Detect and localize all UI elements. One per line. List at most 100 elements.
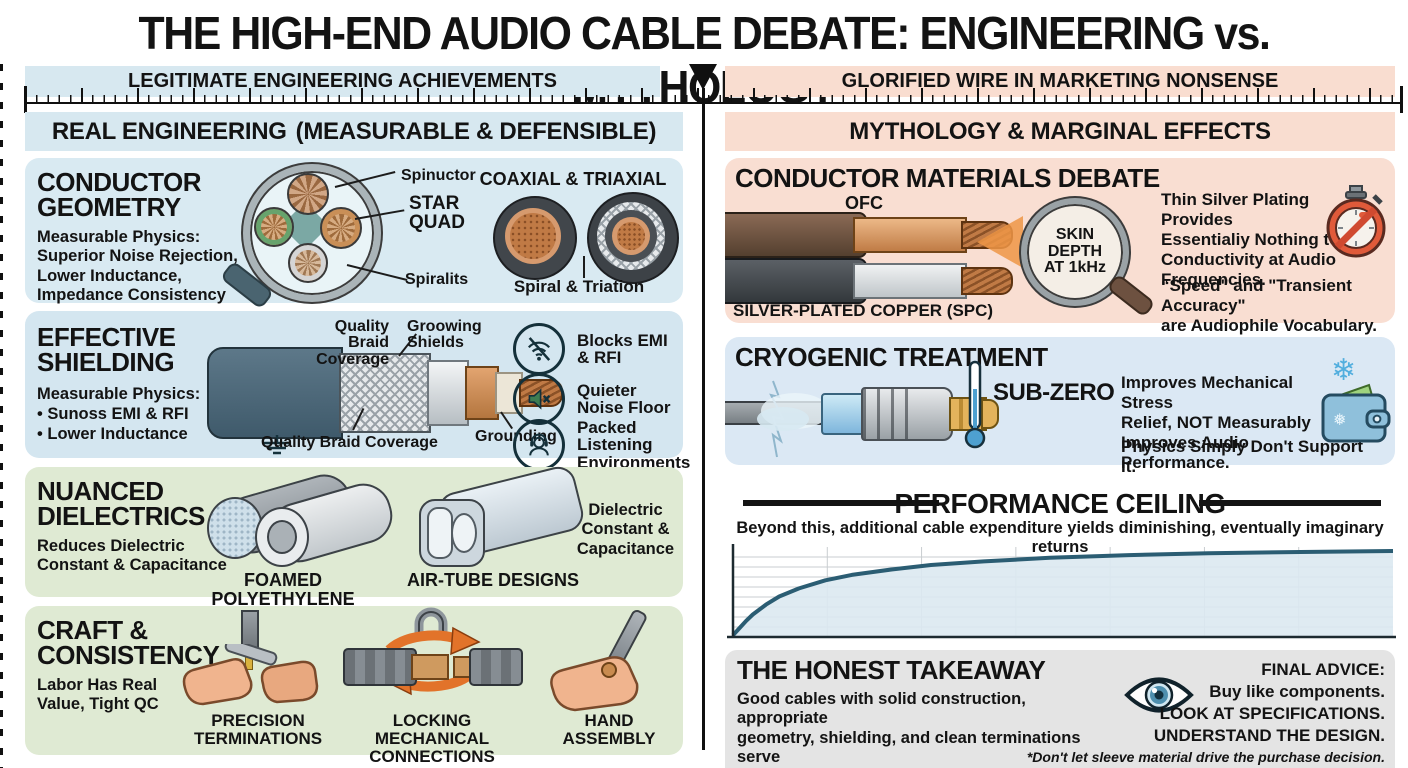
listener-icon <box>513 419 565 471</box>
right-section-heading: MYTHOLOGY & MARGINAL EFFECTS <box>849 117 1271 145</box>
ofc-label: OFC <box>845 193 883 213</box>
coax-heading: COAXIAL & TRIAXIAL <box>479 169 667 189</box>
effective-shielding-heading: EFFECTIVE SHIELDING <box>37 322 176 378</box>
spiralits-label: Spiralits <box>405 271 469 288</box>
strand-right <box>320 207 362 249</box>
dielectrics-side-note: Dielectric Constant & Capacitance <box>576 501 675 558</box>
ruler-scale <box>25 88 1402 104</box>
conductor-materials-para2: “Speed" and "Transient Accuracy" are Aud… <box>1161 276 1378 336</box>
sub-zero-label: SUB-ZERO <box>993 379 1115 406</box>
eye-icon <box>1124 677 1194 713</box>
star-quad-label: STAR QUAD <box>409 193 465 234</box>
lens-handle <box>1106 273 1156 318</box>
header-right-label: GLORIFIED WIRE IN MARKETING NONSENSE <box>841 70 1279 92</box>
skin-depth-glow <box>977 216 1023 268</box>
benefit-emi: Blocks EMI & RFI <box>513 323 683 375</box>
speaker-mute-icon <box>513 373 565 425</box>
final-advice-line-2: LOOK AT SPECIFICATIONS. <box>1159 704 1385 723</box>
snowflake-icon: ❄ <box>1331 354 1357 387</box>
nuanced-dielectrics-panel: NUANCED DIELECTRICS Reduces Dielectric C… <box>25 463 683 608</box>
wifi-off-icon <box>513 323 565 375</box>
frozen-plug-art <box>725 375 999 461</box>
craft-consistency-panel: CRAFT & CONSISTENCY Labor Has Real Value… <box>25 606 683 765</box>
shielding-body-title: Measurable Physics: <box>37 385 201 403</box>
conductor-geometry-panel: CONDUCTOR GEOMETRY Measurable Physics: S… <box>25 158 683 310</box>
strand-left <box>254 207 294 247</box>
conductor-geometry-heading: CONDUCTOR GEOMETRY <box>37 167 202 223</box>
locking-connections-art <box>341 606 523 710</box>
benefit-listening-label: Packed Listening Environments <box>577 418 691 472</box>
shielding-bullet-2: • Lower Inductance <box>37 425 188 443</box>
ruler-left-cap <box>24 86 27 113</box>
locking-caption: LOCKING MECHANICAL CONNECTIONS <box>369 711 495 766</box>
shields-label: Groowing Shields <box>407 318 482 352</box>
conductor-materials-para1: Thin Silver Plating Provides Essentialiy… <box>1161 190 1340 290</box>
wallet-icon: ❅ <box>1321 383 1391 443</box>
ruler-right-cap <box>1400 86 1403 113</box>
left-section-heading-band: REAL ENGINEERING (MEASURABLE & DEFENSIBL… <box>25 112 683 151</box>
dielectrics-body: Reduces Dielectric Constant & Capacitanc… <box>37 537 227 575</box>
left-section-heading-sub: (MEASURABLE & DEFENSIBLE) <box>295 117 657 145</box>
performance-ceiling-subtitle: Beyond this, additional cable expenditur… <box>736 519 1384 556</box>
cryogenic-panel: CRYOGENIC TREATMENT SUB-ZERO Improves Me… <box>725 337 1395 476</box>
spinuctor-label: Spinuctor <box>401 167 476 184</box>
spc-cable <box>725 258 1013 304</box>
takeaway-body: Good cables with solid construction, app… <box>737 690 1107 768</box>
dielectrics-heading: NUANCED DIELECTRICS <box>37 476 205 532</box>
coax-cross-section <box>493 196 577 280</box>
shielding-bullet-1: • Sunoss EMI & RFI <box>37 405 189 423</box>
cryogenic-para1: Improves Mechanical Stress Relief, NOT M… <box>1121 373 1311 473</box>
air-tube-art <box>397 463 587 569</box>
benefit-listening: Packed Listening Environments <box>513 419 690 471</box>
left-section-heading: REAL ENGINEERING <box>51 117 287 145</box>
left-edge-ticks <box>0 64 4 768</box>
foamed-polyethylene-art <box>193 468 399 569</box>
pc-left-rule <box>743 500 939 506</box>
cryogenic-para2: Physics Simply Don't Support It. <box>1121 437 1364 477</box>
magnifier-icon <box>243 164 381 302</box>
stopwatch-no-icon <box>1326 185 1386 258</box>
effective-shielding-panel: EFFECTIVE SHIELDING Measurable Physics: … <box>25 311 690 471</box>
benefit-noise-label: Quieter Noise Floor <box>577 380 671 417</box>
conductor-materials-panel: CONDUCTOR MATERIALS DEBATE OFC SILVER-PL… <box>725 158 1395 335</box>
svg-text:❅: ❅ <box>1333 412 1346 429</box>
conductor-geometry-body: Measurable Physics: Superior Noise Rejec… <box>37 228 238 305</box>
final-advice-line-1: Buy like components. <box>1209 682 1385 701</box>
takeaway-heading: THE HONEST TAKEAWAY <box>737 655 1046 685</box>
strand-top <box>287 173 329 215</box>
precision-terminations-art <box>175 610 325 710</box>
hand-assembly-art <box>541 607 681 712</box>
final-advice-footnote: *Don't let sleeve material drive the pur… <box>1026 749 1385 765</box>
cryogenic-heading: CRYOGENIC TREATMENT <box>735 342 1048 372</box>
final-advice-title: FINAL ADVICE: <box>1261 660 1385 679</box>
skin-depth-label: SKIN DEPTH AT 1kHz <box>1044 225 1106 277</box>
ground-icon <box>263 435 291 455</box>
conductor-materials-heading: CONDUCTOR MATERIALS DEBATE <box>735 163 1160 193</box>
ofc-cable <box>725 212 1013 258</box>
performance-ceiling-header: PERFORMANCE CEILING <box>725 488 1395 519</box>
takeaway-panel: THE HONEST TAKEAWAY Good cables with sol… <box>725 650 1395 768</box>
center-divider <box>702 88 705 750</box>
hand-assembly-caption: HAND ASSEMBLY <box>562 711 656 748</box>
spc-label: SILVER-PLATED COPPER (SPC) <box>733 301 994 320</box>
precision-caption: PRECISION TERMINATIONS <box>193 711 323 748</box>
divider-arrow-icon <box>689 64 717 90</box>
craft-body: Labor Has Real Value, Tight QC <box>37 676 159 714</box>
final-advice-line-3: UNDERSTAND THE DESIGN. <box>1153 726 1385 745</box>
thermometer-icon <box>964 360 986 449</box>
air-tube-caption: AIR-TUBE DESIGNS <box>406 570 579 590</box>
braid-top-label: Quality Braid Coverage <box>316 318 389 368</box>
strand-bottom <box>288 243 328 283</box>
performance-chart <box>725 542 1397 641</box>
performance-ceiling-heading: PERFORMANCE CEILING <box>894 488 1226 519</box>
braid-bottom-label: Quality Braid Coverage <box>261 434 438 451</box>
foamed-caption: FOAMED POLYETHYLENE <box>211 570 355 609</box>
craft-heading: CRAFT & CONSISTENCY <box>37 615 220 671</box>
benefit-emi-label: Blocks EMI & RFI <box>577 330 668 367</box>
cable-cutaway <box>207 311 563 458</box>
padlock-icon <box>414 607 448 640</box>
coax-caption: Spiral & Triation <box>513 277 645 296</box>
header-left-label: LEGITIMATE ENGINEERING ACHIEVEMENTS <box>128 70 557 92</box>
pc-right-rule <box>1199 500 1381 506</box>
